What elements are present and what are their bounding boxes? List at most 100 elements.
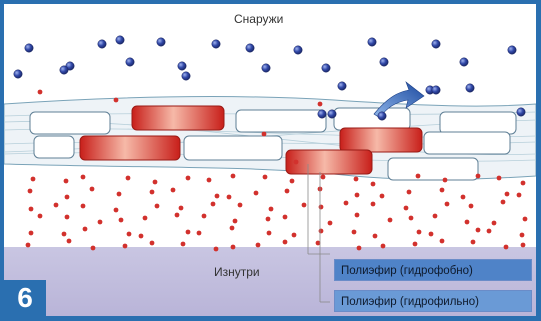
water-molecule (290, 179, 295, 184)
water-molecule (266, 217, 271, 222)
water-molecule (319, 205, 324, 210)
water-molecule (321, 175, 326, 180)
legend-hydrophilic: Полиэфир (гидрофильно) (334, 290, 532, 312)
water-molecule (153, 180, 158, 185)
water-molecule (81, 204, 86, 209)
figure-number-badge: 6 (4, 280, 46, 316)
water-molecule (126, 176, 131, 181)
vapor-molecule (517, 108, 525, 116)
water-molecule (207, 178, 212, 183)
water-molecule (26, 243, 31, 248)
vapor-molecule (157, 38, 165, 46)
water-molecule (117, 192, 122, 197)
hydrophilic-segment (340, 128, 422, 152)
vapor-molecule (322, 64, 330, 72)
water-molecule (181, 242, 186, 247)
water-molecule (517, 193, 522, 198)
vapor-molecule (368, 38, 376, 46)
water-molecule (319, 229, 324, 234)
water-molecule (285, 189, 290, 194)
water-molecule (38, 90, 43, 95)
water-molecule (139, 234, 144, 239)
water-molecule (65, 215, 70, 220)
vapor-molecule (294, 46, 302, 54)
water-molecule (354, 177, 359, 182)
water-molecule (318, 102, 323, 107)
water-molecule (328, 221, 333, 226)
water-molecule (179, 206, 184, 211)
water-molecule (269, 207, 274, 212)
vapor-molecule (98, 40, 106, 48)
water-molecule (476, 174, 481, 179)
water-molecule (440, 188, 445, 193)
water-molecule (64, 179, 69, 184)
water-molecule (127, 232, 132, 237)
water-molecule (352, 230, 357, 235)
water-molecule (381, 244, 386, 249)
water-molecule (380, 194, 385, 199)
water-molecule (294, 160, 299, 165)
hydrophobic-segment (184, 136, 282, 160)
water-molecule (505, 192, 510, 197)
water-molecule (83, 227, 88, 232)
water-molecule (233, 219, 238, 224)
water-molecule (29, 207, 34, 212)
vapor-molecule (338, 82, 346, 90)
vapor-molecule (178, 62, 186, 70)
water-molecule (417, 230, 422, 235)
water-molecule (98, 220, 103, 225)
hydrophobic-segment (30, 112, 110, 134)
water-molecule (28, 189, 33, 194)
water-molecule (461, 195, 466, 200)
water-molecule (292, 233, 297, 238)
water-molecule (38, 214, 43, 219)
water-molecule (371, 202, 376, 207)
water-molecule (373, 234, 378, 239)
water-molecule (90, 187, 95, 192)
water-molecule (371, 182, 376, 187)
water-molecule (404, 206, 409, 211)
water-molecule (344, 201, 349, 206)
water-molecule (197, 231, 202, 236)
water-molecule (413, 242, 418, 247)
water-molecule (443, 178, 448, 183)
water-molecule (263, 175, 268, 180)
diagram-panel: Снаружи Изнутри Полиэфир (гидрофобно) По… (4, 4, 536, 316)
water-molecule (114, 98, 119, 103)
water-molecule (62, 232, 67, 237)
water-molecule (65, 195, 70, 200)
hydrophilic-segment (80, 136, 180, 160)
vapor-molecule (262, 64, 270, 72)
water-molecule (283, 215, 288, 220)
water-molecule (445, 202, 450, 207)
vapor-molecule (116, 36, 124, 44)
vapor-molecule (508, 46, 516, 54)
water-molecule (440, 239, 445, 244)
water-molecule (283, 240, 288, 245)
water-molecule (429, 232, 434, 237)
water-molecule (492, 221, 497, 226)
vapor-molecule (14, 70, 22, 78)
water-molecule (267, 231, 272, 236)
water-molecule (487, 229, 492, 234)
water-molecule (230, 226, 235, 231)
water-molecule (67, 239, 72, 244)
water-molecule (186, 230, 191, 235)
water-molecule (214, 247, 219, 252)
inside-label: Изнутри (214, 265, 260, 279)
water-molecule (231, 245, 236, 250)
vapor-molecule (380, 58, 388, 66)
legend-hydrophobic: Полиэфир (гидрофобно) (334, 259, 532, 281)
water-molecule (175, 213, 180, 218)
vapor-molecule (466, 84, 474, 92)
water-molecule (355, 193, 360, 198)
water-molecule (407, 190, 412, 195)
hydrophobic-segment (388, 158, 478, 180)
water-molecule (155, 204, 160, 209)
vapor-molecule (182, 72, 190, 80)
water-molecule (520, 233, 525, 238)
water-molecule (150, 190, 155, 195)
water-molecule (238, 203, 243, 208)
hydrophobic-segment (424, 132, 510, 154)
